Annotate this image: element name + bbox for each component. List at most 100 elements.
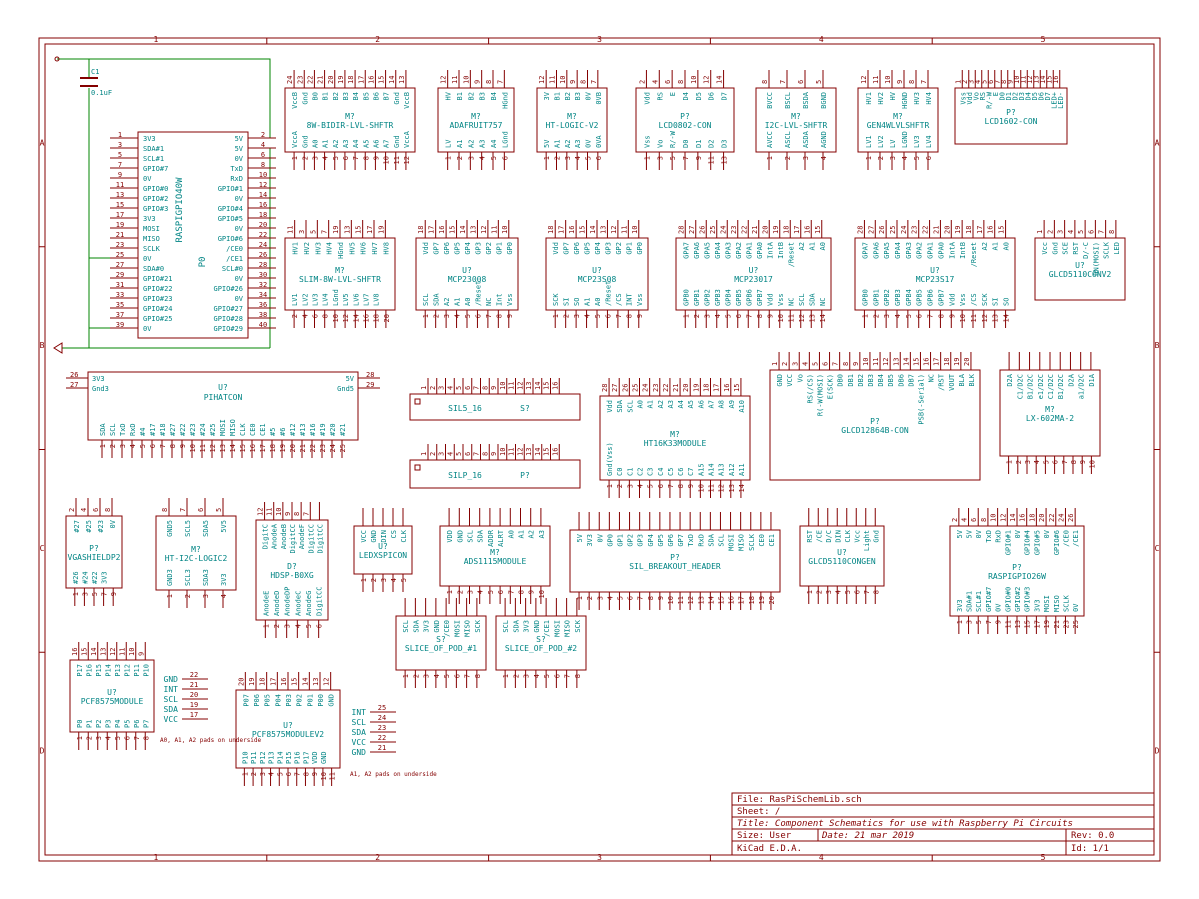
- pin-number: 10: [275, 508, 283, 516]
- pin-number: 23: [319, 444, 327, 452]
- component-ref: P?: [1006, 108, 1016, 117]
- component-name: HT-I2C-LOGIC2: [165, 554, 228, 563]
- pin-number: 4: [220, 594, 228, 598]
- pin-number: 13: [312, 678, 320, 686]
- pin-label: 5V5: [220, 520, 228, 533]
- pin-label: Vss: [777, 293, 785, 306]
- pin-number: 9: [766, 314, 774, 318]
- pin-number: 23: [911, 226, 919, 234]
- pin-label: A11: [738, 463, 746, 476]
- pin-label: GPB0: [682, 289, 690, 306]
- pin-number: 13: [892, 358, 900, 366]
- pin-number: 15: [717, 596, 725, 604]
- pin-label: Light: [863, 530, 871, 551]
- pin-label: /Reset: [970, 242, 978, 267]
- pin-label: MOSI: [453, 620, 461, 637]
- pin-label: A10: [738, 400, 746, 413]
- pin-number: 5: [490, 156, 498, 160]
- title-block: File: RasPiSchemLib.sch Sheet: / Title: …: [731, 792, 1155, 856]
- component-ref: U?: [1075, 261, 1085, 270]
- pin-label: P12: [259, 751, 267, 764]
- component-name: HT16K33MODULE: [644, 439, 707, 448]
- pin-number: 1: [643, 156, 651, 160]
- pin-number: 12: [798, 314, 806, 322]
- pin-number: 7: [745, 314, 753, 318]
- pin-label: Gnd: [393, 135, 401, 148]
- pin-label: RxD: [129, 423, 137, 436]
- border-row-label: A: [1155, 138, 1160, 147]
- pin-label: CE1: [259, 423, 267, 436]
- pin-number: 10: [631, 226, 639, 234]
- pin-number: 10: [320, 772, 328, 780]
- pin-number: 13: [992, 314, 1000, 322]
- pin-number: 26: [698, 226, 706, 234]
- pin-number: 7: [985, 620, 993, 624]
- pin-label: HV4: [925, 92, 933, 105]
- pin-label: SCL: [109, 423, 117, 436]
- pin-number: 1: [422, 314, 430, 318]
- pin-number: 6: [657, 484, 665, 488]
- pin-label: GP5: [657, 534, 665, 547]
- pin-number: 11: [490, 226, 498, 234]
- pin-label: GPB0: [861, 289, 869, 306]
- pin-number: 19: [954, 226, 962, 234]
- pin-number: 9: [506, 314, 514, 318]
- pin-number: 17: [357, 76, 365, 84]
- pads-note: A0, A1, A2 pads on underside: [160, 737, 262, 744]
- raspi40-pin-label: 0V: [143, 175, 152, 183]
- pin-label: B3: [479, 92, 487, 100]
- pin-label: SDA: [164, 705, 179, 714]
- raspi40-pin-label: TxD: [230, 165, 243, 173]
- pin-number: 14: [902, 358, 910, 366]
- pin-number: 15: [449, 226, 457, 234]
- pin-number: 4: [390, 578, 398, 582]
- pin-number: 9: [1006, 80, 1014, 84]
- pin-number: 9: [896, 80, 904, 84]
- pin-number: 8: [481, 386, 489, 390]
- pin-number: 10: [777, 314, 785, 322]
- component-symbols: 24VccB23Gnd22B021B120B219B318B417B516B61…: [65, 70, 1126, 786]
- pin-label: VccA: [291, 130, 299, 148]
- pin-label: A1: [554, 140, 562, 148]
- raspi40-pin-number: 8: [261, 161, 265, 169]
- border-col-label: 2: [375, 853, 380, 862]
- pin-number: 5: [464, 314, 472, 318]
- pin-label: LV3: [913, 135, 921, 148]
- pin-label: A2: [443, 298, 451, 306]
- pin-number: 5: [585, 156, 593, 160]
- pin-number: 5: [616, 596, 624, 600]
- raspi40-pin-label: GPIO#3: [143, 205, 168, 213]
- component-name: LX-602MA-2: [1026, 414, 1074, 423]
- pin-label: P3: [104, 720, 112, 728]
- pin-label: GPIO#2: [1014, 587, 1022, 612]
- pin-number: 6: [797, 80, 805, 84]
- raspi40-pin-label: 0V: [235, 275, 244, 283]
- pin-number: 10: [501, 226, 509, 234]
- pin-number: 13: [728, 484, 736, 492]
- pin-label: P5: [123, 720, 131, 728]
- pin-number: 11: [451, 76, 459, 84]
- pin-label: P2: [95, 720, 103, 728]
- pin-label: GP4: [647, 534, 655, 547]
- pin-number: 1: [502, 674, 510, 678]
- pin-number: 11: [549, 76, 557, 84]
- pin-label: DB7: [907, 374, 915, 387]
- pin-label: D3: [1018, 92, 1026, 100]
- border-row-label: A: [40, 138, 45, 147]
- pin-number: 11: [393, 156, 401, 164]
- pin-label: GP4: [594, 242, 602, 255]
- pin-label: LV4: [925, 135, 933, 148]
- pin-label: #25: [209, 423, 217, 436]
- pin-label: GPIO#4: [1024, 530, 1032, 555]
- pin-label: A6: [697, 400, 705, 408]
- pin-number: 16: [551, 382, 559, 390]
- pin-label: B0: [311, 92, 319, 100]
- pin-label: DigitCC: [307, 524, 315, 554]
- pin-number: 3: [523, 674, 531, 678]
- pin-label: HV2: [303, 242, 311, 255]
- pin-label: SCL: [402, 620, 410, 633]
- pin-label: #26: [72, 571, 80, 584]
- pin-label: SCL5: [184, 520, 192, 537]
